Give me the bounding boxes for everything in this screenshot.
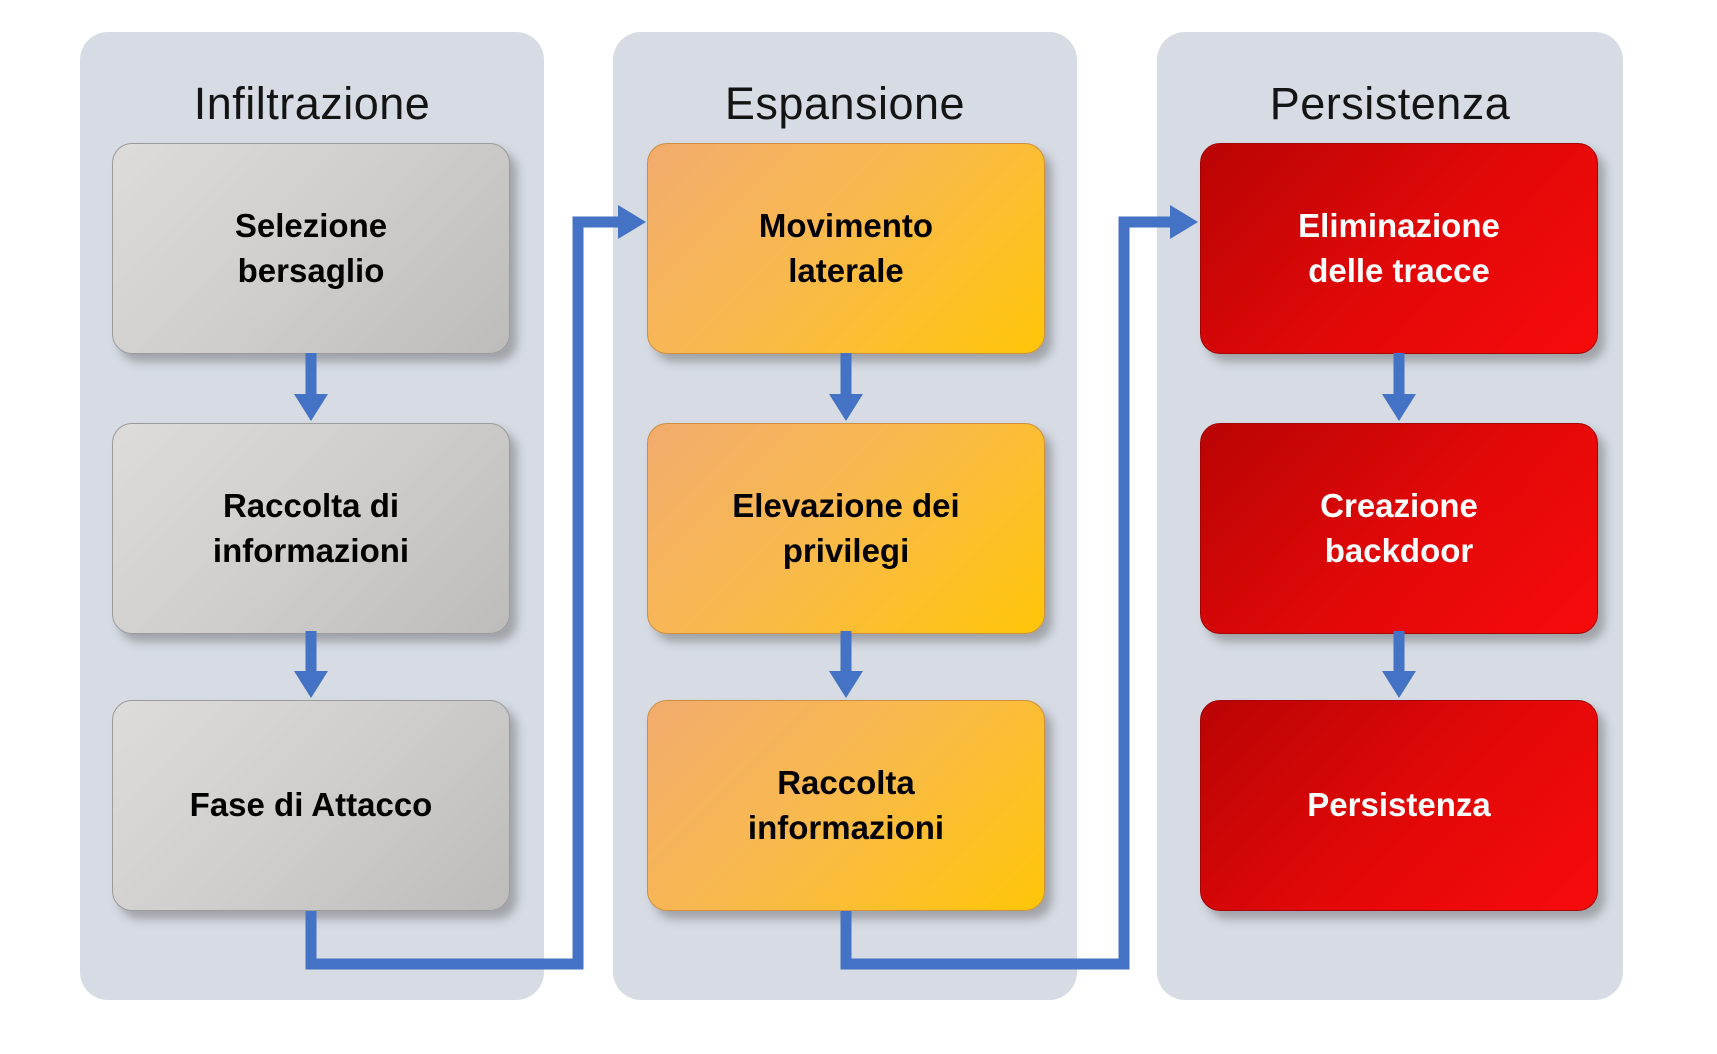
node-raccolta-informazioni: Raccolta informazioni bbox=[647, 700, 1045, 911]
phase-title-infiltrazione: Infiltrazione bbox=[193, 78, 431, 129]
node-persistenza: Persistenza bbox=[1200, 700, 1598, 911]
phase-panel-persistenza: Persistenza Eliminazione delle tracce Cr… bbox=[1157, 32, 1623, 1000]
phase-title-espansione: Espansione bbox=[724, 78, 966, 129]
node-label: Fase di Attacco bbox=[189, 786, 433, 824]
node-raccolta-di-informazioni: Raccolta di informazioni bbox=[112, 423, 510, 634]
phase-title-persistenza: Persistenza bbox=[1269, 78, 1511, 129]
node-label: Elevazione dei privilegi bbox=[732, 487, 960, 569]
node-label: Movimento laterale bbox=[758, 207, 934, 289]
node-eliminazione-delle-tracce: Eliminazione delle tracce bbox=[1200, 143, 1598, 354]
node-movimento-laterale: Movimento laterale bbox=[647, 143, 1045, 354]
node-elevazione-dei-privilegi: Elevazione dei privilegi bbox=[647, 423, 1045, 634]
node-label: Persistenza bbox=[1307, 786, 1491, 824]
node-creazione-backdoor: Creazione backdoor bbox=[1200, 423, 1598, 634]
node-selezione-bersaglio: Selezione bersaglio bbox=[112, 143, 510, 354]
phase-panel-infiltrazione: Infiltrazione Selezione bersaglio Raccol… bbox=[80, 32, 544, 1000]
node-label: Eliminazione delle tracce bbox=[1298, 207, 1500, 289]
node-label: Raccolta di informazioni bbox=[212, 487, 410, 569]
node-label: Creazione backdoor bbox=[1320, 487, 1478, 569]
node-fase-di-attacco: Fase di Attacco bbox=[112, 700, 510, 911]
node-label: Raccolta informazioni bbox=[747, 764, 945, 846]
node-label: Selezione bersaglio bbox=[234, 207, 388, 289]
phase-panel-espansione: Espansione Movimento laterale Elevazione… bbox=[613, 32, 1077, 1000]
